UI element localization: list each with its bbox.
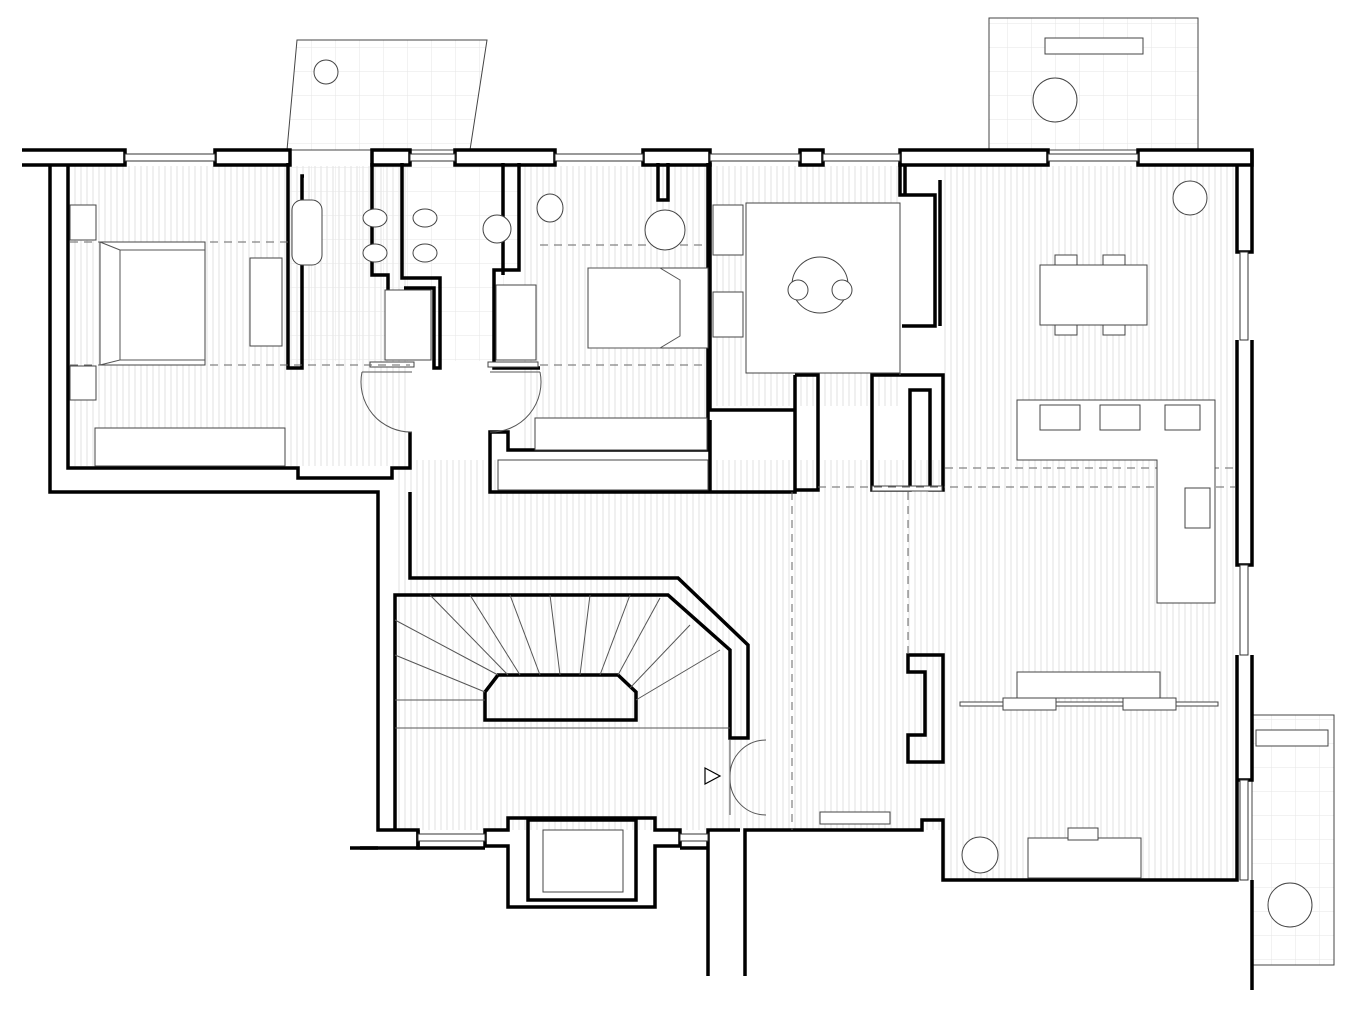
window [417, 833, 486, 842]
shower [384, 289, 432, 361]
potted-plant [313, 59, 339, 85]
desk-chair [1067, 827, 1099, 841]
wall-segment [1136, 148, 1254, 167]
sliding-door [487, 361, 539, 368]
stair-walls [393, 492, 750, 830]
chair [536, 193, 564, 223]
window [1239, 251, 1249, 341]
bathroom-walls [286, 163, 540, 370]
dashed-line [70, 241, 1235, 830]
elevator-cabin [542, 829, 624, 893]
window [554, 153, 644, 162]
desk [249, 257, 283, 347]
wall-segment [370, 148, 412, 167]
dining-chair [1054, 324, 1078, 336]
balcony-planter [1044, 37, 1144, 55]
balcony-bottom-right [1251, 714, 1335, 966]
sofa-cushion [1184, 487, 1211, 529]
stair-treads [394, 594, 730, 729]
sliding-door-panel [1002, 697, 1057, 711]
stool [787, 279, 809, 301]
window [1047, 153, 1139, 162]
double-bed [99, 241, 206, 366]
armchair [961, 836, 999, 874]
window [409, 153, 456, 162]
door-swing [360, 371, 413, 433]
sofa-cushion [1099, 404, 1141, 431]
armchair [1172, 180, 1208, 216]
wardrobe [94, 427, 286, 467]
windows [124, 153, 1249, 881]
desk [1027, 837, 1142, 879]
door-swing [489, 371, 542, 433]
window [679, 833, 709, 842]
window [822, 153, 901, 162]
elevator-shaft [483, 816, 682, 909]
shower [495, 284, 537, 361]
wall-segment [798, 148, 825, 167]
sofa-cushion [1164, 404, 1201, 431]
living-partition [906, 653, 945, 764]
window [1239, 779, 1249, 881]
nightstand [69, 204, 97, 241]
balcony-table [1267, 882, 1313, 928]
sectional-sofa [1016, 399, 1216, 604]
bed-cover [99, 241, 205, 366]
entrance-arrow-icon [704, 767, 722, 785]
nightstand [69, 365, 97, 401]
wall-segment [213, 148, 292, 167]
toilet [412, 208, 438, 228]
window [1239, 564, 1249, 656]
bedroom-2-walls [488, 163, 797, 494]
sliding-door-panel [1122, 697, 1177, 711]
wall-segment [641, 148, 712, 167]
wall-segment [453, 148, 557, 167]
stove [712, 204, 744, 256]
bidet [362, 243, 388, 263]
window [709, 153, 801, 162]
balcony-table [1032, 77, 1078, 123]
bidet [412, 243, 438, 263]
sliding-door [871, 485, 943, 492]
wall-segment [898, 148, 1050, 167]
toilet [362, 208, 388, 228]
tv-cabinet [1016, 671, 1161, 699]
shoe-cabinet [497, 459, 709, 491]
dining-chair [1102, 324, 1126, 336]
single-bed [587, 267, 709, 349]
armchair [644, 209, 686, 251]
sliding-door-living [959, 701, 1219, 707]
dining-chair [1102, 254, 1126, 266]
wardrobe [534, 417, 708, 451]
dining-table [1039, 264, 1148, 326]
sofa-cushion [1039, 404, 1081, 431]
ceiling-lines [70, 241, 1235, 830]
bedroom-1-inner-wall [66, 166, 412, 480]
dining-chair [1054, 254, 1078, 266]
bed-cover [588, 267, 681, 349]
furniture [69, 37, 1329, 928]
kitchen-cabinet-walls [898, 163, 942, 328]
kitchen-sink [712, 291, 744, 338]
radiator [819, 811, 891, 825]
bathtub [291, 199, 323, 266]
balcony-planter [1255, 729, 1329, 747]
window [124, 153, 216, 162]
stool [831, 279, 853, 301]
sink [482, 214, 512, 244]
balcony-top-left [286, 39, 488, 151]
entrance-door [729, 739, 767, 816]
